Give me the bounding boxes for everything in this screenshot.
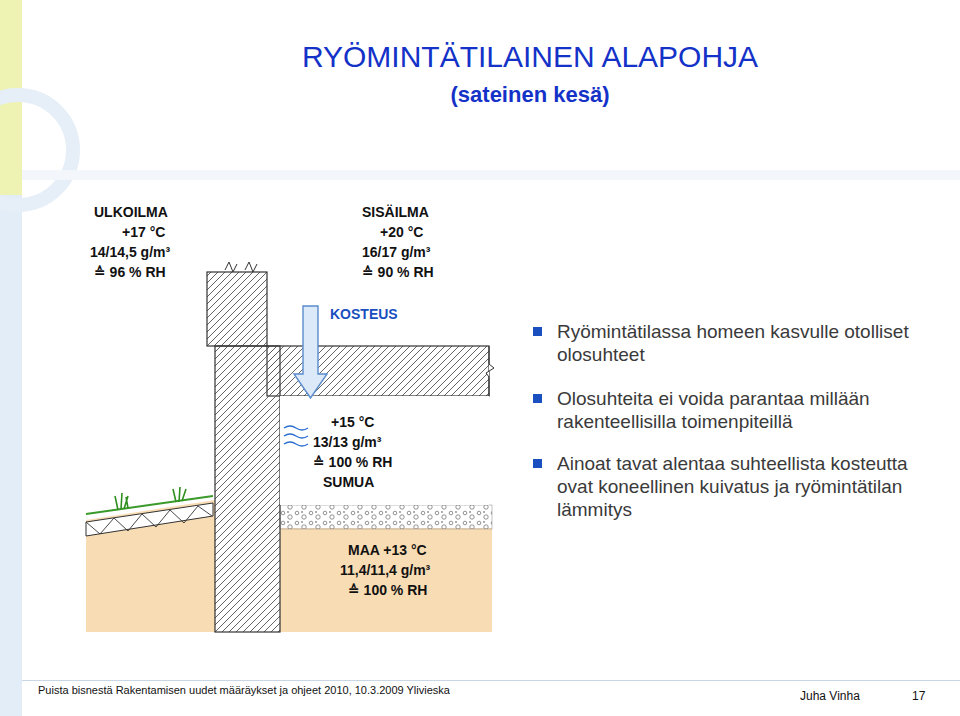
condition-heading: ULKOILMA bbox=[94, 204, 168, 220]
break-mark bbox=[486, 346, 494, 396]
footer-text: Puista bisnestä Rakentamisen uudet määrä… bbox=[38, 684, 450, 697]
humidity-value: 13/13 g/m³ bbox=[313, 434, 381, 450]
relative-humidity: ≙ 90 % RH bbox=[362, 264, 434, 280]
bullet-marker bbox=[533, 394, 542, 403]
moisture-label: KOSTEUS bbox=[330, 306, 398, 322]
insulation-truss bbox=[86, 506, 212, 534]
temperature: +15 °C bbox=[331, 414, 374, 430]
relative-humidity: ≙ 100 % RH bbox=[313, 454, 392, 470]
crawl-space bbox=[280, 396, 489, 505]
bullet-text: Olosuhteita ei voida parantaa millään ra… bbox=[557, 387, 917, 433]
exterior-wall bbox=[207, 272, 267, 346]
humidity-value: 16/17 g/m³ bbox=[362, 244, 430, 260]
temperature: +17 °C bbox=[122, 224, 165, 240]
header-rule bbox=[22, 170, 960, 180]
moisture-arrow bbox=[294, 306, 327, 398]
bullet-marker bbox=[533, 327, 542, 336]
condition-heading: SISÄILMA bbox=[362, 204, 429, 220]
gravel-layer bbox=[280, 505, 492, 529]
slide-title: RYÖMINTÄTILAINEN ALAPOHJA bbox=[302, 40, 758, 75]
page-number: 17 bbox=[912, 690, 925, 704]
humidity-value: 11,4/11,4 g/m³ bbox=[340, 562, 430, 578]
gear-decoration bbox=[0, 95, 73, 205]
temperature: +20 °C bbox=[380, 224, 423, 240]
relative-humidity: ≙ 100 % RH bbox=[348, 582, 427, 598]
bullet-marker bbox=[533, 459, 542, 468]
foundation-wall bbox=[215, 346, 280, 632]
bullet-text: Ainoat tavat alentaa suhteellista kosteu… bbox=[557, 452, 917, 522]
side-band bbox=[0, 195, 22, 716]
ground-surface bbox=[86, 496, 213, 514]
break-mark bbox=[225, 262, 257, 272]
author: Juha Vinha bbox=[800, 690, 860, 704]
soil bbox=[280, 528, 492, 632]
airflow-waves bbox=[284, 426, 308, 446]
soil bbox=[86, 500, 215, 632]
floor-slab bbox=[267, 346, 489, 396]
bullet-text: Ryömintätilassa homeen kasvulle otollise… bbox=[557, 320, 917, 366]
fog-note: SUMUA bbox=[323, 474, 374, 490]
subtitle: (sateinen kesä) bbox=[451, 82, 610, 107]
soil-condition: MAA +13 °C bbox=[348, 542, 427, 558]
humidity-value: 14/14,5 g/m³ bbox=[90, 244, 170, 260]
grass bbox=[115, 487, 186, 510]
footer-rule bbox=[22, 680, 960, 681]
relative-humidity: ≙ 96 % RH bbox=[94, 264, 166, 280]
ground-insulation bbox=[86, 503, 213, 536]
